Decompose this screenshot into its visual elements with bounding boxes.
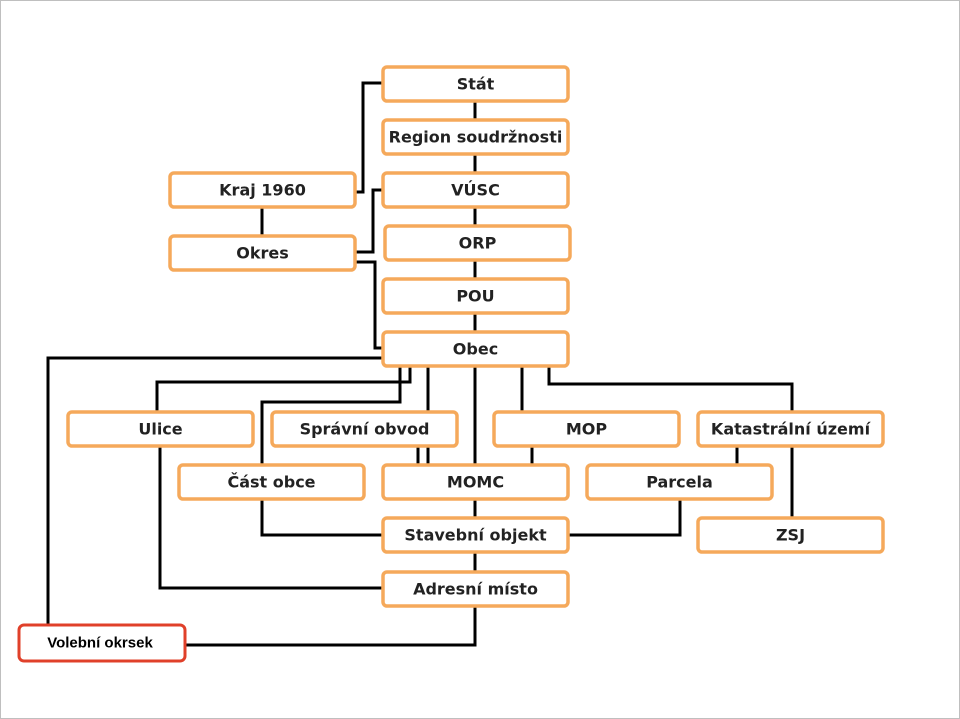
node-orp[interactable]: ORP: [383, 224, 572, 262]
node-mop-box: [492, 410, 681, 448]
connector-parcela-stavebni: [568, 500, 682, 537]
node-stavebni-objekt[interactable]: Stavební objekt: [381, 516, 570, 554]
node-okres[interactable]: Okres: [168, 234, 357, 272]
node-volebni-okrsek-label: Volební okrsek: [47, 635, 153, 652]
node-spravni-obvod[interactable]: Správní obvod: [270, 410, 459, 448]
node-region-label: Region soudržnosti: [389, 128, 563, 147]
node-pou-box: [381, 277, 570, 315]
node-kraj-label: Kraj 1960: [219, 181, 306, 200]
node-okres-box: [168, 234, 357, 272]
node-zsj-label: ZSJ: [776, 526, 805, 545]
node-vusc-label: VÚSC: [451, 181, 500, 200]
node-parcela-label: Parcela: [646, 473, 713, 492]
node-cast-obce-label: Část obce: [227, 473, 315, 492]
node-orp-box: [383, 224, 572, 262]
node-stat[interactable]: Stát: [381, 65, 570, 103]
node-katastralni-uzemi-label: Katastrální území: [711, 420, 872, 439]
node-volebni-okrsek[interactable]: Volební okrsek: [17, 623, 187, 663]
connector-okres-obec: [355, 260, 383, 350]
node-kraj[interactable]: Kraj 1960: [168, 171, 357, 209]
node-adresni-misto-label: Adresní místo: [413, 580, 538, 599]
node-ulice[interactable]: Ulice: [66, 410, 255, 448]
node-obec-box: [381, 330, 570, 368]
node-adresni-misto-box: [381, 570, 570, 608]
connector-vusc-okres: [355, 188, 383, 254]
node-ulice-box: [66, 410, 255, 448]
node-cast-obce[interactable]: Část obce: [177, 463, 366, 501]
connector-cast-stavebni: [260, 500, 383, 537]
node-stat-label: Stát: [457, 75, 495, 94]
node-region[interactable]: Region soudržnosti: [381, 118, 570, 156]
connector-obec-cast: [260, 367, 402, 465]
node-pou[interactable]: POU: [381, 277, 570, 315]
connector-adresni-volebni: [185, 606, 477, 647]
node-momc-label: MOMC: [447, 473, 504, 492]
node-stavebni-objekt-label: Stavební objekt: [404, 526, 547, 545]
connector-stat-vusc: [355, 81, 383, 194]
node-obec-label: Obec: [453, 340, 498, 359]
node-momc-box: [381, 463, 570, 501]
connector-obec-ulice: [155, 367, 412, 412]
node-mop[interactable]: MOP: [492, 410, 681, 448]
node-region-box: [381, 118, 570, 156]
node-obec[interactable]: Obec: [381, 330, 570, 368]
node-zsj-box: [696, 516, 885, 554]
nodes: Stát Region soudržnosti VÚSC Kraj 1960 O…: [17, 65, 885, 663]
node-zsj[interactable]: ZSJ: [696, 516, 885, 554]
node-vusc-box: [381, 171, 570, 209]
connector-obec-volebni: [46, 356, 383, 625]
node-parcela[interactable]: Parcela: [585, 463, 774, 501]
node-momc[interactable]: MOMC: [381, 463, 570, 501]
node-katastralni-uzemi[interactable]: Katastrální území: [696, 410, 885, 448]
node-mop-label: MOP: [566, 420, 608, 439]
connector-ulice-adresni: [158, 446, 383, 590]
node-parcela-box: [585, 463, 774, 501]
node-stat-box: [381, 65, 570, 103]
node-vusc[interactable]: VÚSC: [381, 171, 570, 209]
node-okres-label: Okres: [236, 244, 289, 263]
node-stavebni-objekt-box: [381, 516, 570, 554]
node-cast-obce-box: [177, 463, 366, 501]
node-adresni-misto[interactable]: Adresní místo: [381, 570, 570, 608]
node-spravni-obvod-label: Správní obvod: [300, 420, 430, 439]
node-orp-label: ORP: [459, 234, 497, 253]
node-ulice-label: Ulice: [138, 420, 182, 439]
connector-obec-katastr: [547, 367, 794, 412]
node-volebni-okrsek-box: [17, 623, 187, 663]
node-spravni-obvod-box: [270, 410, 459, 448]
node-pou-label: POU: [456, 287, 494, 306]
node-katastralni-uzemi-box: [696, 410, 885, 448]
node-kraj-box: [168, 171, 357, 209]
